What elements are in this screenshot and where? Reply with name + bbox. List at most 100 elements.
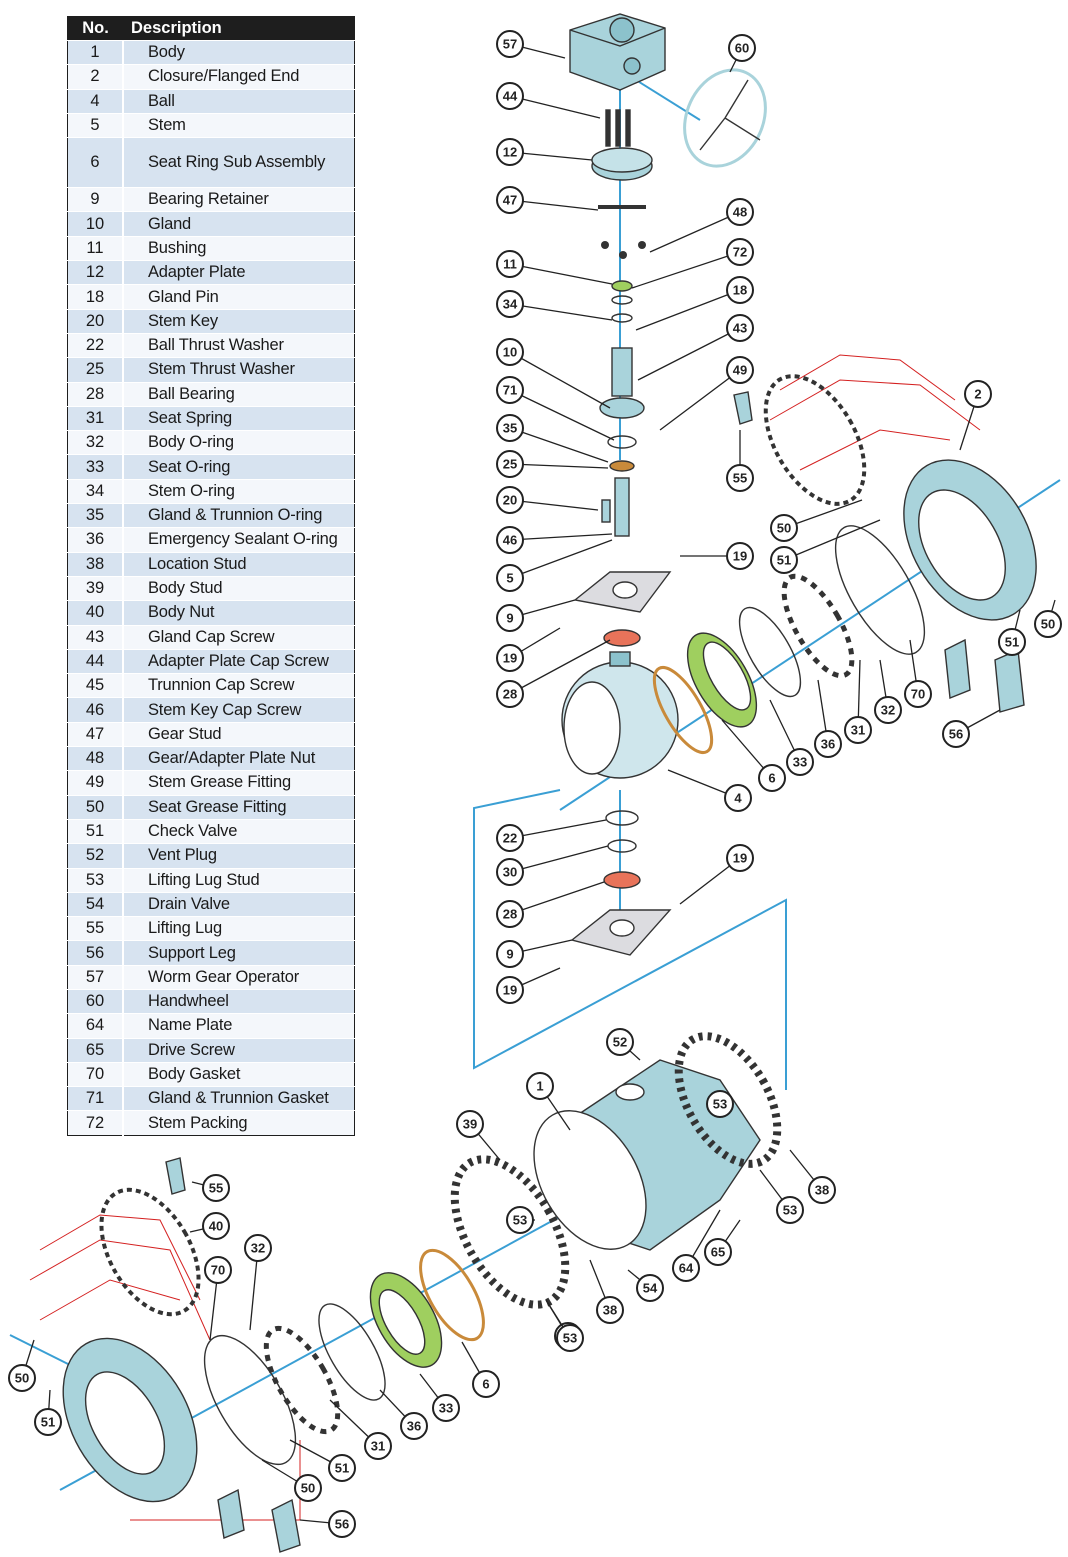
part-number: 11: [67, 235, 124, 261]
callout-label: 19: [503, 651, 517, 666]
part-description: Stem Grease Fitting: [123, 770, 355, 796]
callout-label: 46: [503, 533, 517, 548]
callout-circle: [328, 1454, 356, 1482]
callout-50: 50: [261, 1459, 322, 1502]
part-description: Stem Key Cap Screw: [123, 697, 355, 723]
callout-label: 50: [15, 1371, 29, 1386]
callout-label: 28: [503, 907, 517, 922]
callout-label: 50: [301, 1481, 315, 1496]
callout-circle: [556, 1324, 584, 1352]
callout-label: 51: [41, 1415, 55, 1430]
callout-circle: [496, 250, 524, 278]
callout-label: 9: [506, 611, 513, 626]
leader-line: [637, 327, 741, 381]
part-description: Seat Ring Sub Assembly: [123, 137, 355, 188]
callout-label: 57: [503, 37, 517, 52]
part-number: 5: [67, 112, 124, 138]
part-description: Name Plate: [123, 1013, 355, 1039]
leader-line: [783, 519, 881, 561]
part-number: 38: [67, 551, 124, 577]
leader-line: [509, 303, 613, 321]
callout-label: 38: [603, 1303, 617, 1318]
callout-circle: [726, 276, 754, 304]
callout-56: 56: [942, 709, 1001, 748]
callout-label: 55: [733, 471, 747, 486]
leader-line: [509, 199, 599, 211]
part-description: Gear Stud: [123, 721, 355, 747]
part-description: Body O-ring: [123, 430, 355, 455]
callout-34: 34: [496, 290, 613, 321]
part-number: 71: [67, 1086, 124, 1111]
callout-circle: [770, 514, 798, 542]
callout-label: 53: [513, 1213, 527, 1228]
callout-circle: [496, 564, 524, 592]
callout-56: 56: [299, 1510, 356, 1538]
callout-35: 35: [496, 414, 609, 463]
part-description: Adapter Plate: [123, 260, 355, 285]
leader-line: [509, 463, 609, 469]
callout-51: 51: [998, 609, 1026, 656]
callout-circle: [496, 290, 524, 318]
callout-circle: [8, 1364, 36, 1392]
part-number: 6: [67, 137, 124, 188]
callout-circle: [496, 900, 524, 928]
callout-50: 50: [8, 1339, 36, 1392]
flow-axes: [9, 69, 1061, 1491]
leader-line: [635, 289, 741, 331]
part-description: Body Nut: [123, 600, 355, 626]
callout-circle: [244, 1234, 272, 1262]
callout-label: 28: [503, 687, 517, 702]
upper-seat-stack: [652, 525, 926, 755]
part-description: Stem O-ring: [123, 478, 355, 504]
callout-label: 31: [851, 723, 865, 738]
callout-label: 30: [503, 865, 517, 880]
callout-49: 49: [659, 356, 754, 431]
callout-label: 12: [503, 145, 517, 160]
part-number: 48: [67, 746, 124, 771]
callout-label: 33: [439, 1401, 453, 1416]
part-number: 53: [67, 867, 124, 893]
callout-28: 28: [496, 881, 605, 928]
part-description: Trunnion Cap Screw: [123, 673, 355, 698]
callout-label: 53: [783, 1203, 797, 1218]
callout-65: 65: [704, 1219, 741, 1266]
part-number: 1: [67, 39, 124, 65]
leader-line: [509, 881, 605, 915]
part-number: 65: [67, 1037, 124, 1063]
part-description: Gland: [123, 211, 355, 237]
callout-64: 64: [672, 1209, 721, 1282]
leader-line: [631, 251, 741, 289]
header-description: Description: [123, 16, 355, 41]
callout-circle: [496, 138, 524, 166]
callout-label: 48: [733, 205, 747, 220]
callout-30: 30: [496, 845, 609, 886]
callout-circle: [726, 464, 754, 492]
callout-4: 4: [667, 769, 752, 812]
callout-label: 43: [733, 321, 747, 336]
part-description: Ball: [123, 88, 355, 114]
callout-circle: [964, 380, 992, 408]
callout-32: 32: [244, 1234, 272, 1331]
callout-53: 53: [759, 1169, 804, 1224]
part-number: 45: [67, 673, 124, 698]
part-description: Gland & Trunnion O-ring: [123, 503, 355, 528]
part-description: Stem Thrust Washer: [123, 357, 355, 383]
callout-53: 53: [506, 1206, 535, 1234]
callout-label: 56: [949, 727, 963, 742]
callout-53: 53: [706, 1090, 734, 1118]
callout-circle: [496, 414, 524, 442]
